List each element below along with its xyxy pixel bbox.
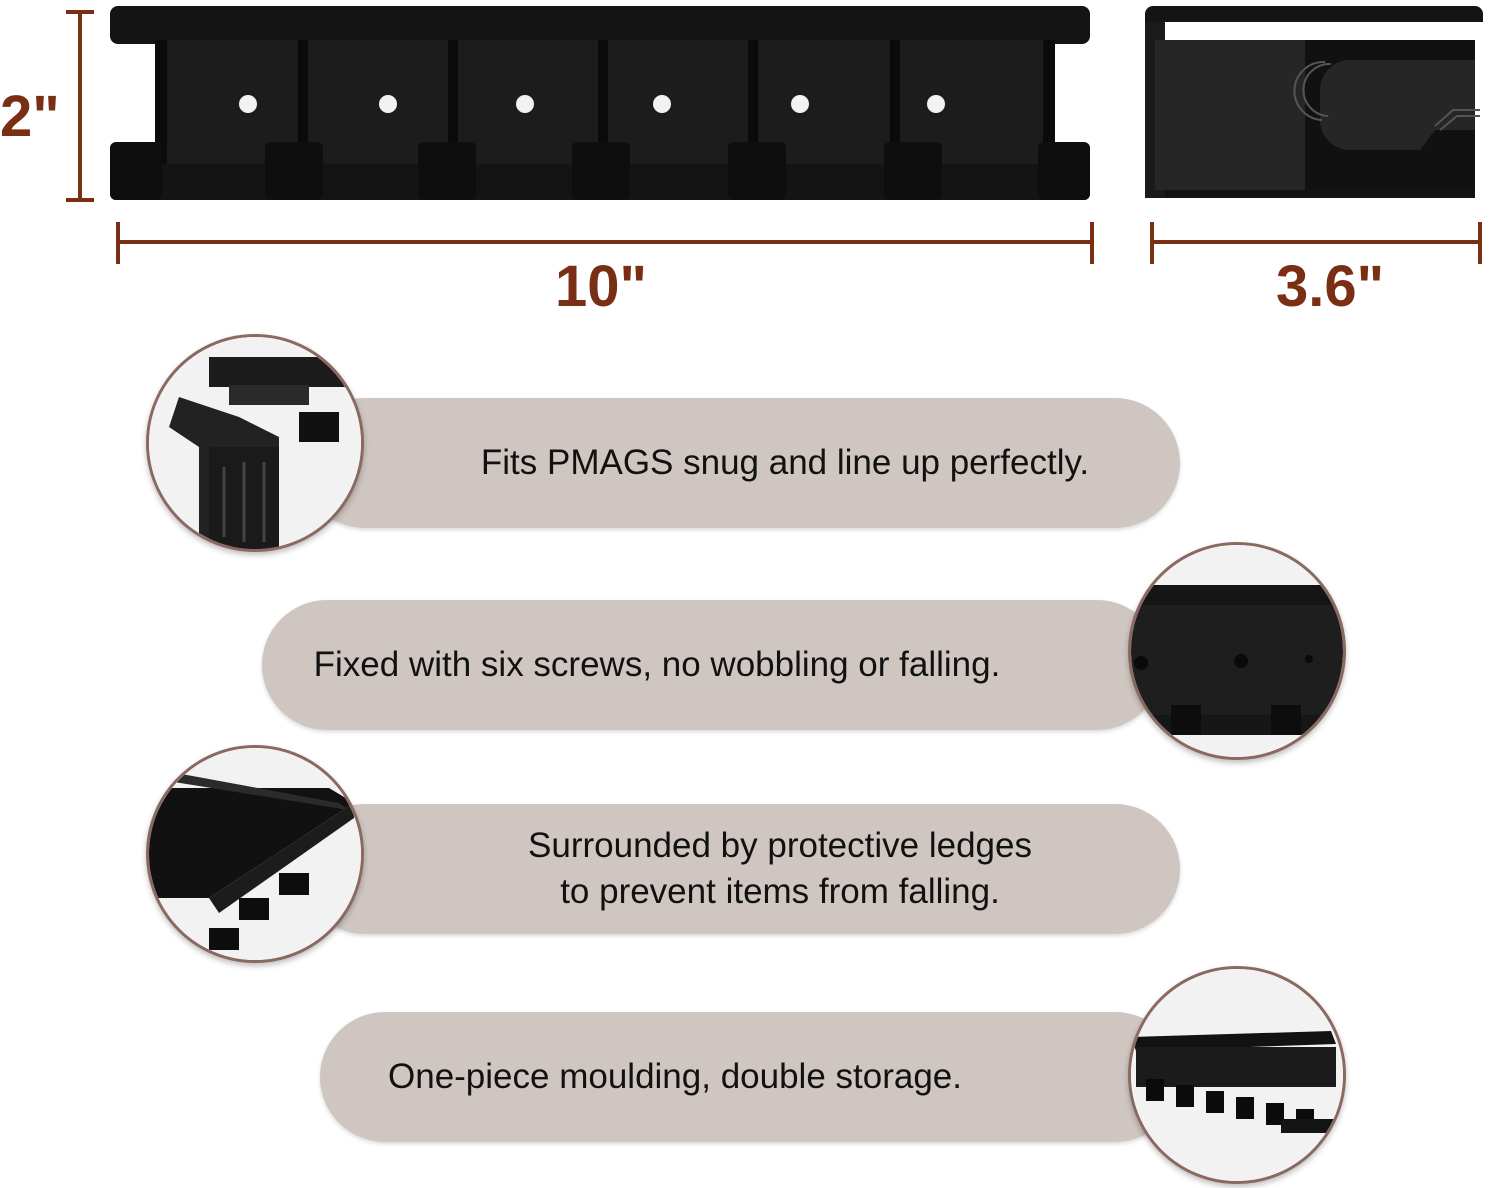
feature-image-double-storage	[1128, 966, 1346, 1184]
feature-image-pmag-fit	[146, 334, 364, 552]
product-side-view	[1135, 0, 1495, 210]
feature-text-4: One-piece moulding, double storage.	[388, 1056, 962, 1096]
width-label: 10"	[555, 254, 648, 319]
feature-image-screws	[1128, 542, 1346, 760]
feature-text-1: Fits PMAGS snug and line up perfectly.	[480, 442, 1090, 482]
height-dimension-line	[60, 10, 100, 202]
width-dimension-line	[116, 220, 1096, 266]
feature-pill-2: Fixed with six screws, no wobbling or fa…	[262, 600, 1162, 730]
feature-text-3: Surrounded by protective ledges to preve…	[528, 825, 1032, 911]
feature-pill-3: Surrounded by protective ledges to preve…	[300, 804, 1180, 934]
product-front-view	[100, 0, 1100, 210]
feature-pill-4: One-piece moulding, double storage.	[320, 1012, 1180, 1142]
feature-image-ledges	[146, 745, 364, 963]
height-label: 2"	[0, 84, 60, 149]
feature-pill-1: Fits PMAGS snug and line up perfectly.	[300, 398, 1180, 528]
depth-dimension-line	[1150, 220, 1484, 266]
feature-text-2: Fixed with six screws, no wobbling or fa…	[313, 644, 1001, 684]
depth-label: 3.6"	[1276, 254, 1385, 319]
